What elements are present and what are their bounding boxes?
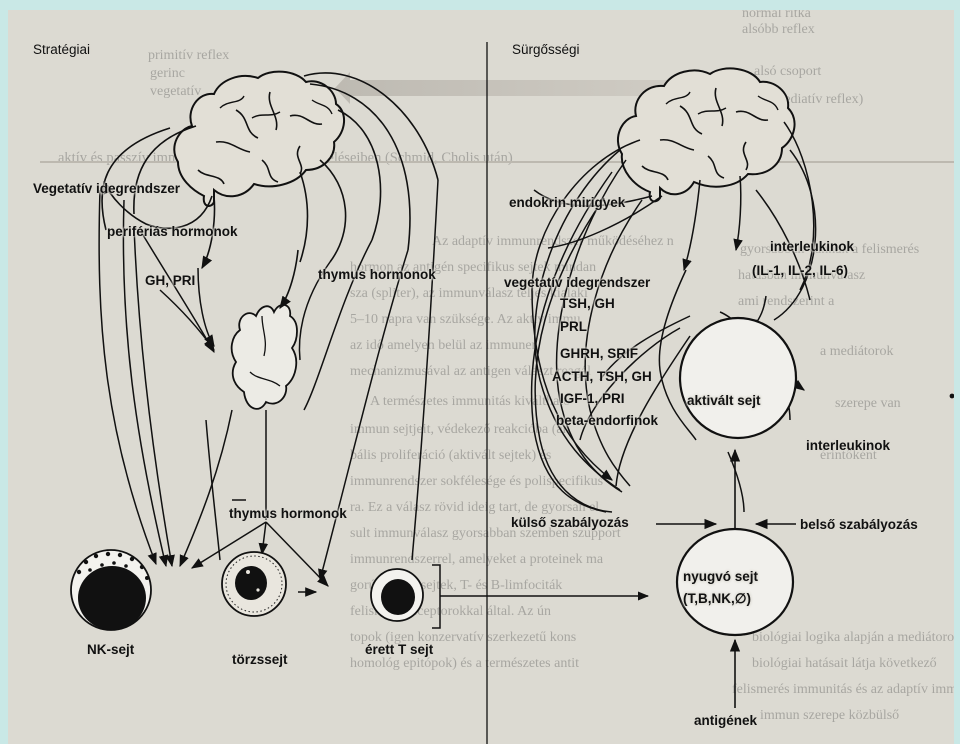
background-body-16: topok (igen konzervatív szerkezetű kons — [350, 630, 577, 645]
frame-right — [954, 0, 960, 744]
left-bundle — [98, 179, 439, 582]
label-activated-cell: aktivált sejt — [687, 393, 761, 408]
label-antigens: antigének — [694, 713, 758, 728]
label-thymus-hormones-mid: thymus hormonok — [229, 506, 347, 521]
frame-left — [0, 0, 8, 744]
label-interleukins-top: interleukinok — [770, 239, 855, 254]
label-peripheral-hormones: perifériás hormonok — [107, 224, 238, 239]
background-top-left-1: primitív reflex — [148, 48, 230, 63]
brain-right — [617, 67, 796, 203]
background-body-12: sult immunválasz gyorsabban szemben szup… — [350, 526, 621, 541]
left-connectors — [101, 72, 439, 310]
label-hormone-1: TSH, GH — [560, 296, 615, 311]
label-stem-cell: törzssejt — [232, 652, 288, 667]
thymus-gland — [230, 303, 298, 410]
bracket — [432, 564, 441, 629]
label-hormone-2: PRL — [560, 319, 587, 334]
label-thymus-hormones-top: thymus hormonok — [318, 267, 436, 282]
label-endocrine: endokrin mirigyek — [509, 195, 626, 210]
background-body-9: bális proliferáció (aktivált sejtek) és — [350, 448, 552, 463]
label-vegetative-right: vegetatív idegrendszer — [504, 275, 651, 290]
background-body-right-6: érintőként — [820, 448, 877, 463]
label-external-regulation: külső szabályozás — [511, 515, 629, 530]
background-arrow — [335, 72, 720, 104]
label-gh-pri: GH, PRI — [145, 273, 196, 288]
background-body-right-1: gyorsabban vannak a felismerés — [740, 242, 920, 257]
background-body-13: immunrendszerrel, amelyeket a proteinek … — [350, 552, 604, 567]
label-hormone-5: IGF-1, PRI — [560, 391, 625, 406]
label-nk-cell: NK-sejt — [87, 642, 135, 657]
background-body-5: az idő amelyen belül az immuner — [350, 338, 537, 353]
frame-top — [0, 0, 960, 10]
label-hormone-6: beta-endorfinok — [556, 413, 659, 428]
right-panel-title: Sürgősségi — [512, 42, 580, 57]
right-vertical-arrows — [656, 448, 796, 708]
background-body-11: ra. Ez a válasz rövid ideig tart, de gyo… — [350, 500, 600, 515]
background-body-3: sza (spliter), az immunválasz teljes kia… — [350, 286, 588, 301]
label-vegetative-left: Vegetatív idegrendszer — [33, 181, 181, 196]
label-hormone-3: GHRH, SRIF — [560, 346, 639, 361]
background-body-right-3: ami rendszerint a — [738, 294, 835, 309]
background-body-right-5: szerepe van — [835, 396, 901, 411]
brain-left — [173, 70, 345, 207]
mature-t-cell — [370, 568, 424, 622]
background-body-10: immunrendszer sokfélesége és polispecifi… — [350, 474, 604, 489]
background-body-7: A természetes immunitás kiváltható — [370, 394, 571, 409]
background-top-right-1: alsó csoport — [754, 64, 822, 79]
label-hormone-4: ACTH, TSH, GH — [552, 369, 652, 384]
background-body-17: homológ epitópok) és a természetes antit — [350, 656, 579, 671]
left-panel-title: Stratégiai — [33, 42, 91, 57]
label-resting-cell: nyugvó sejt — [683, 569, 759, 584]
background-body-right-7: biológiai logika alapján a mediátorok — [752, 630, 960, 645]
background-top-left-2: gerinc — [150, 66, 185, 81]
label-resting-cell-types: (T,B,NK,∅) — [683, 591, 752, 606]
label-interleukins-mid: interleukinok — [806, 438, 891, 453]
background-body-right-8: biológiai hatásait látja következő — [752, 656, 937, 671]
background-body-right-9: felismerés immunitás és az adaptív immu — [732, 682, 960, 697]
background-body-1: Az adaptív immunrendszer működéséhez n — [432, 234, 674, 249]
thymus-to-cells — [190, 410, 329, 597]
background-top-2: alsóbb reflex — [742, 22, 815, 37]
background-body-4: 5–10 napra van szüksége. Az aktív immu — [350, 312, 581, 327]
stem-cell — [221, 551, 287, 617]
label-internal-regulation: belső szabályozás — [800, 517, 918, 532]
background-top-left-3: vegetatív — [150, 84, 202, 99]
background-body-right-4: a mediátorok — [820, 344, 894, 359]
label-mature-t: érett T sejt — [365, 642, 434, 657]
label-interleukin-list: (IL-1, IL-2, IL-6) — [752, 263, 848, 278]
background-body-right-10: immun szerepe közbülső — [760, 708, 900, 723]
margin-dot — [949, 393, 955, 399]
activated-cell-shape — [678, 316, 798, 440]
background-body-8: immun sejtjeit, védekező reakcióba (an — [350, 422, 570, 437]
background-body-6: mechanizmusával az antigen választ reagá… — [350, 364, 591, 379]
background-body-right-2: hatásban immunválasz — [738, 268, 866, 283]
nk-cell — [70, 549, 152, 631]
